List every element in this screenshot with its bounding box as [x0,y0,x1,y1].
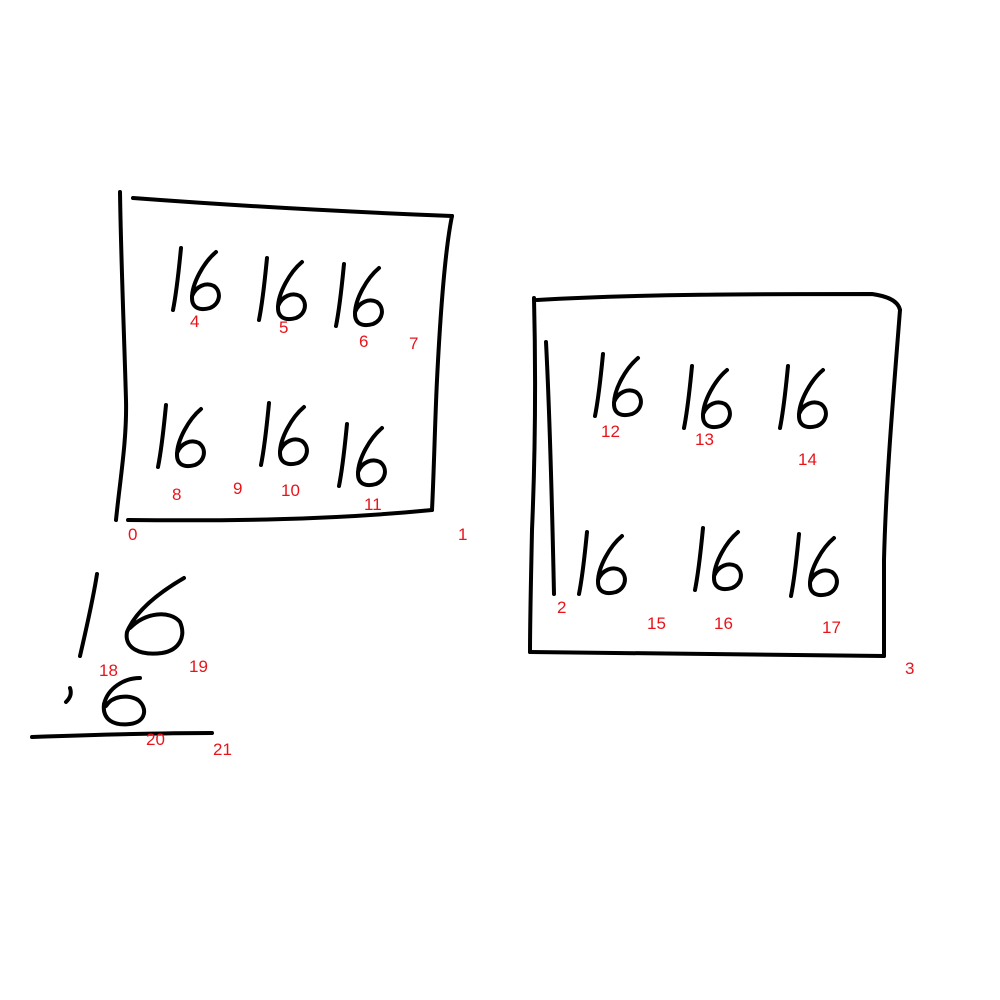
left-box [114,190,454,523]
label-12: 12 [601,422,620,441]
label-11: 11 [364,495,382,514]
label-2: 2 [557,598,567,617]
label-10: 10 [281,481,300,500]
label-3: 3 [905,659,915,678]
left-box-numbers [156,246,387,488]
label-13: 13 [695,430,714,449]
label-7: 7 [409,334,419,353]
division-work [30,572,214,739]
right-box-numbers [577,352,839,598]
label-8: 8 [172,485,182,504]
label-0: 0 [128,525,138,544]
label-9: 9 [233,479,243,498]
label-20: 20 [146,730,165,749]
label-4: 4 [190,312,200,331]
label-15: 15 [647,614,666,633]
right-box [528,292,902,658]
label-17: 17 [822,618,841,637]
label-18: 18 [99,661,118,680]
label-6: 6 [359,332,369,351]
label-21: 21 [213,740,232,759]
label-5: 5 [279,318,289,337]
label-19: 19 [189,657,208,676]
label-16: 16 [714,614,733,633]
label-1: 1 [458,525,468,544]
label-14: 14 [798,450,817,469]
